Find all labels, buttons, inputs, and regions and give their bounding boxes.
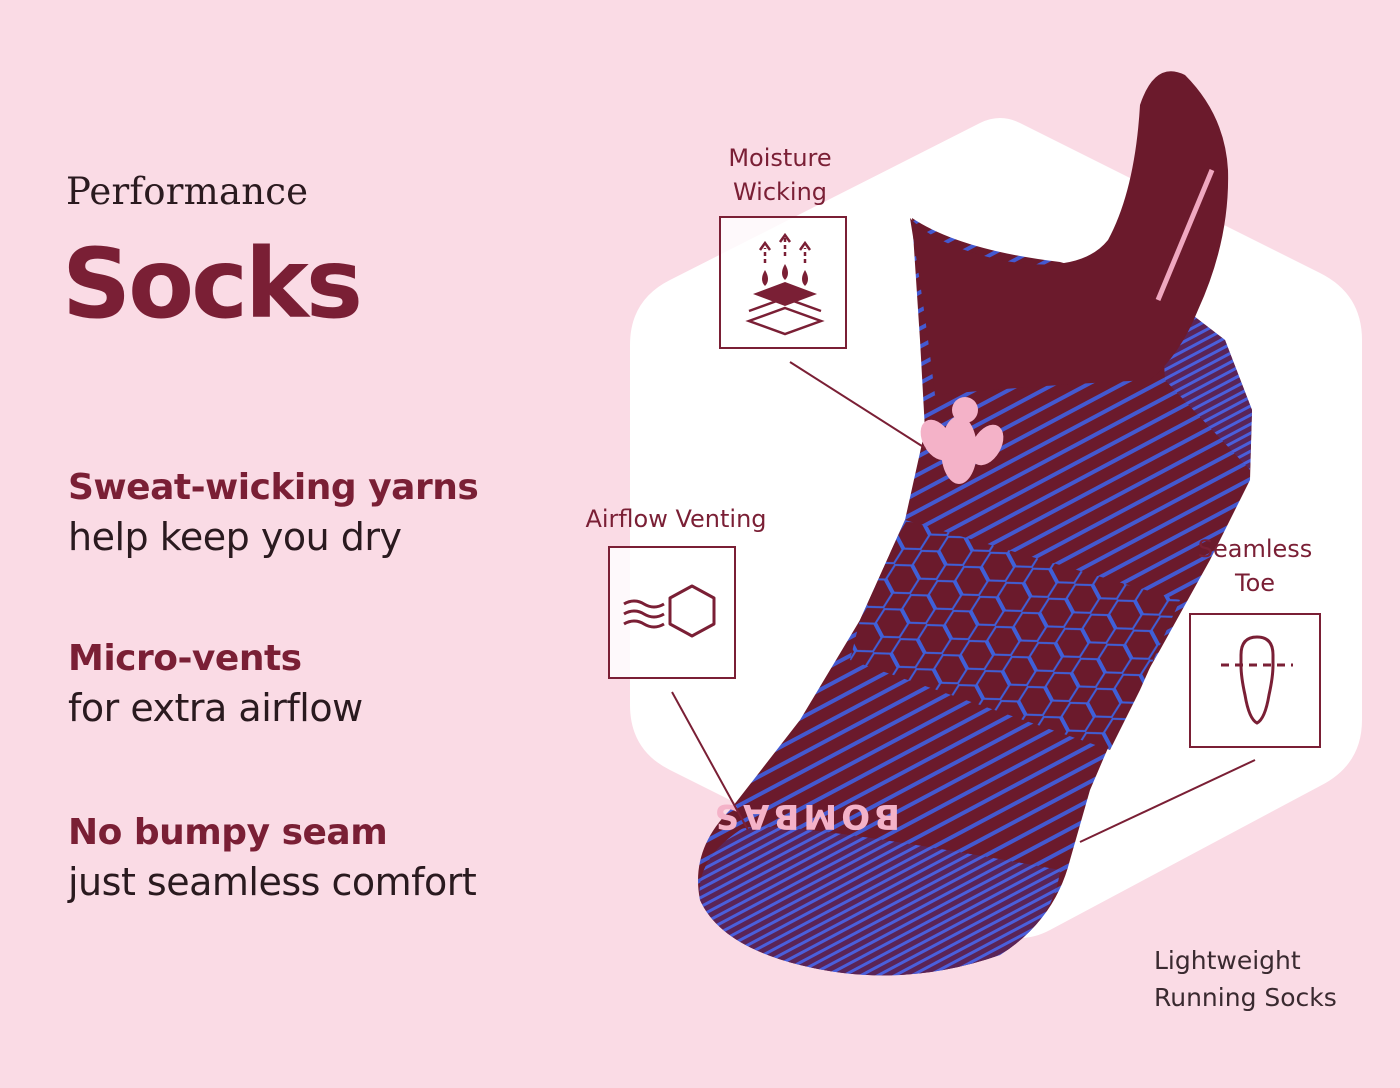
- callout-label-line1: Moisture: [728, 144, 832, 172]
- airflow-hexagon-icon: [608, 546, 736, 679]
- eyebrow-title: Performance: [66, 170, 309, 213]
- callout-label-line2: Toe: [1234, 569, 1276, 597]
- caption-line2: Running Socks: [1154, 983, 1337, 1012]
- seamless-toe-icon: [1189, 613, 1321, 748]
- caption-line1: Lightweight: [1154, 946, 1301, 975]
- feature-sweat-wicking: Sweat-wicking yarns help keep you dry: [68, 466, 479, 564]
- page-title: Socks: [62, 228, 363, 340]
- callout-airflow-venting: Airflow Venting: [585, 505, 767, 533]
- callout-moisture-wicking: Moisture Wicking: [690, 141, 870, 209]
- feature-title: Micro-vents: [68, 638, 302, 679]
- callout-label-line2: Wicking: [732, 178, 828, 206]
- product-caption: Lightweight Running Socks: [1154, 942, 1337, 1016]
- brand-text: BOMBAS: [711, 796, 900, 836]
- feature-description: for extra airflow: [68, 686, 363, 730]
- callout-label-line1: Seamless: [1197, 535, 1313, 563]
- feature-description: just seamless comfort: [68, 860, 477, 904]
- moisture-drops-icon: [719, 216, 847, 349]
- feature-title: Sweat-wicking yarns: [68, 467, 479, 508]
- feature-seamless: No bumpy seam just seamless comfort: [68, 811, 477, 909]
- feature-description: help keep you dry: [68, 515, 402, 559]
- feature-micro-vents: Micro-vents for extra airflow: [68, 637, 363, 735]
- feature-title: No bumpy seam: [68, 812, 388, 853]
- callout-seamless-toe: Seamless Toe: [1160, 532, 1350, 600]
